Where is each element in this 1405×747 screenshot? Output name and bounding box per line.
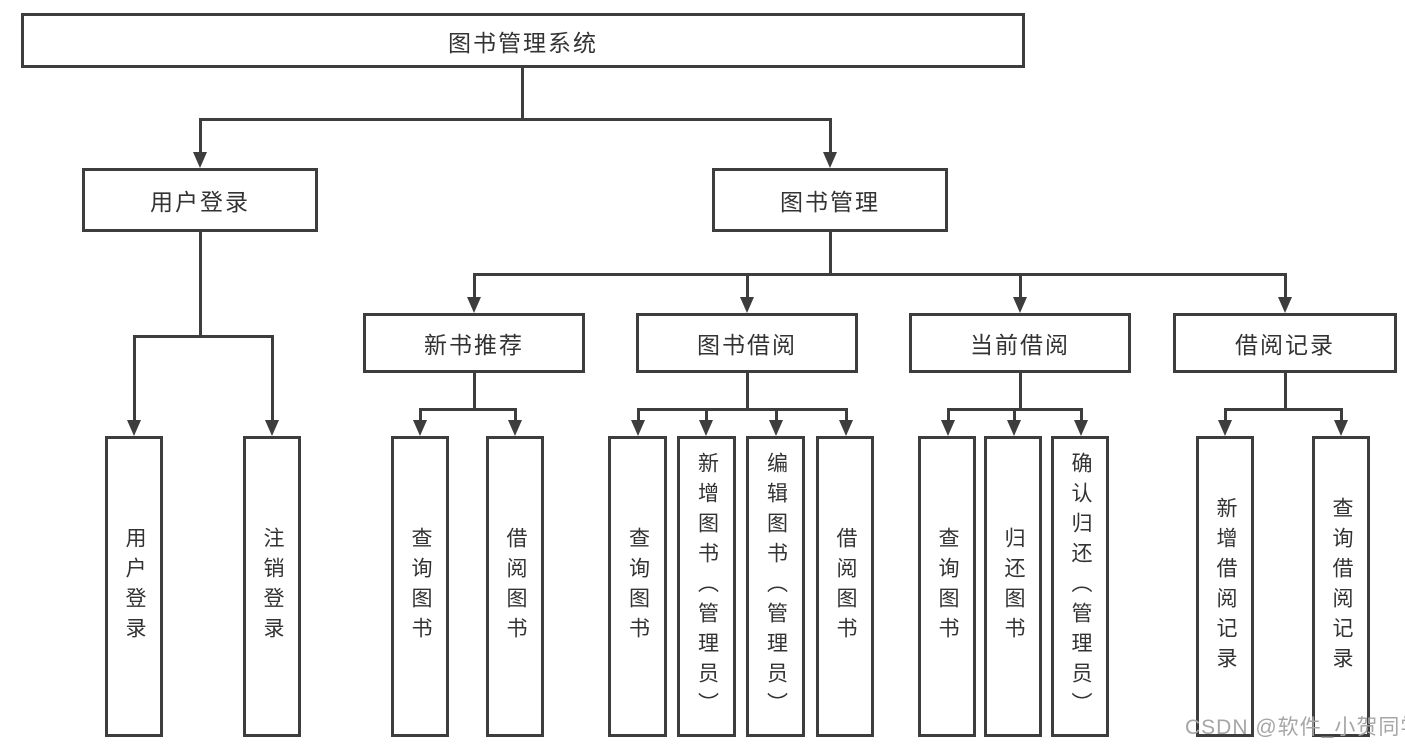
connector-stem [947, 408, 950, 422]
leaf-current-confirm-admin: 确认归还（管理员） [1051, 436, 1109, 737]
arrow-down-icon [1278, 297, 1292, 313]
node-label: 查询图书 [409, 526, 432, 647]
connector-stem [133, 335, 136, 422]
arrow-down-icon [265, 420, 279, 436]
connector-records-vertical [1284, 373, 1287, 410]
node-label: 确认归还（管理员） [1069, 451, 1092, 722]
node-new-book-recommend: 新书推荐 [363, 313, 585, 373]
node-label: 图书管理 [780, 189, 880, 215]
node-label: 当前借阅 [970, 332, 1070, 358]
connector-root-vertical [521, 68, 524, 118]
leaf-user-login: 用户登录 [105, 436, 163, 737]
connector-stem [1013, 408, 1016, 422]
connector-records-horizontal [1224, 408, 1342, 411]
connector-stem [746, 273, 749, 299]
node-label: 查询图书 [936, 526, 959, 647]
connector-userlogin-horizontal [133, 335, 274, 338]
leaf-current-query: 查询图书 [918, 436, 976, 737]
leaf-logout: 注销登录 [243, 436, 301, 737]
arrow-down-icon [1074, 420, 1088, 436]
connector-stem [705, 408, 708, 422]
connector-stem [1080, 408, 1083, 422]
connector-borrow-horizontal [637, 408, 847, 411]
arrow-down-icon [699, 420, 713, 436]
connector-current-vertical [1019, 373, 1022, 410]
arrow-down-icon [941, 420, 955, 436]
node-label: 图书借阅 [697, 332, 797, 358]
arrow-down-icon [508, 420, 522, 436]
connector-bookmgmt-vertical [829, 232, 832, 275]
node-label: 归还图书 [1002, 526, 1025, 647]
connector-stem [637, 408, 640, 422]
arrow-down-icon [413, 420, 427, 436]
node-user-login: 用户登录 [82, 168, 318, 232]
node-borrow-records: 借阅记录 [1173, 313, 1397, 373]
node-label: 图书管理系统 [448, 29, 598, 56]
node-root: 图书管理系统 [21, 13, 1025, 68]
connector-stem [473, 273, 476, 299]
connector-borrow-vertical [746, 373, 749, 410]
leaf-records-query: 查询借阅记录 [1312, 436, 1370, 737]
node-label: 借阅记录 [1235, 332, 1335, 358]
node-label: 新增借阅记录 [1214, 496, 1237, 677]
arrow-down-icon [193, 152, 207, 168]
node-label: 用户登录 [150, 189, 250, 215]
node-label: 查询借阅记录 [1330, 496, 1353, 677]
node-label: 新书推荐 [424, 332, 524, 358]
connector-userlogin-vertical [199, 232, 202, 337]
node-label: 借阅图书 [834, 526, 857, 647]
leaf-borrow-borrow: 借阅图书 [816, 436, 874, 737]
leaf-borrow-add-admin: 新增图书（管理员） [677, 436, 736, 737]
watermark: CSDN @软件_小贺同学 [1185, 716, 1405, 739]
arrow-down-icon [1334, 420, 1348, 436]
node-label: 新增图书（管理员） [695, 451, 719, 722]
arrow-down-icon [740, 297, 754, 313]
leaf-borrow-query: 查询图书 [608, 436, 667, 737]
arrow-down-icon [1007, 420, 1021, 436]
connector-stem [271, 335, 274, 422]
node-current-borrow: 当前借阅 [909, 313, 1131, 373]
connector-stem [775, 408, 778, 422]
node-label: 注销登录 [261, 526, 284, 647]
leaf-borrow-edit-admin: 编辑图书（管理员） [746, 436, 805, 737]
node-book-borrow: 图书借阅 [636, 313, 858, 373]
connector-stem [1284, 273, 1287, 299]
arrow-down-icon [631, 420, 645, 436]
leaf-records-add: 新增借阅记录 [1196, 436, 1254, 737]
connector-stem [1224, 408, 1227, 422]
leaf-newbook-borrow: 借阅图书 [486, 436, 544, 737]
connector-root-horizontal [199, 118, 832, 121]
connector-newbook-horizontal [419, 408, 517, 411]
node-label: 借阅图书 [504, 526, 527, 647]
leaf-newbook-query: 查询图书 [391, 436, 449, 737]
node-label: 查询图书 [626, 526, 650, 647]
arrow-down-icon [769, 420, 783, 436]
connector-stem [845, 408, 848, 422]
connector-stem [1340, 408, 1343, 422]
connector-stem [829, 118, 832, 154]
arrow-down-icon [823, 152, 837, 168]
arrow-down-icon [839, 420, 853, 436]
node-label: 编辑图书（管理员） [764, 451, 788, 722]
leaf-current-return: 归还图书 [984, 436, 1042, 737]
connector-stem [1019, 273, 1022, 299]
connector-stem [199, 118, 202, 154]
node-book-management: 图书管理 [712, 168, 948, 232]
connector-stem [514, 408, 517, 422]
connector-stem [419, 408, 422, 422]
connector-newbook-vertical [473, 373, 476, 410]
arrow-down-icon [1218, 420, 1232, 436]
arrow-down-icon [467, 297, 481, 313]
node-label: 用户登录 [123, 526, 146, 647]
arrow-down-icon [1013, 297, 1027, 313]
arrow-down-icon [127, 420, 141, 436]
connector-level3-horizontal [473, 273, 1287, 276]
